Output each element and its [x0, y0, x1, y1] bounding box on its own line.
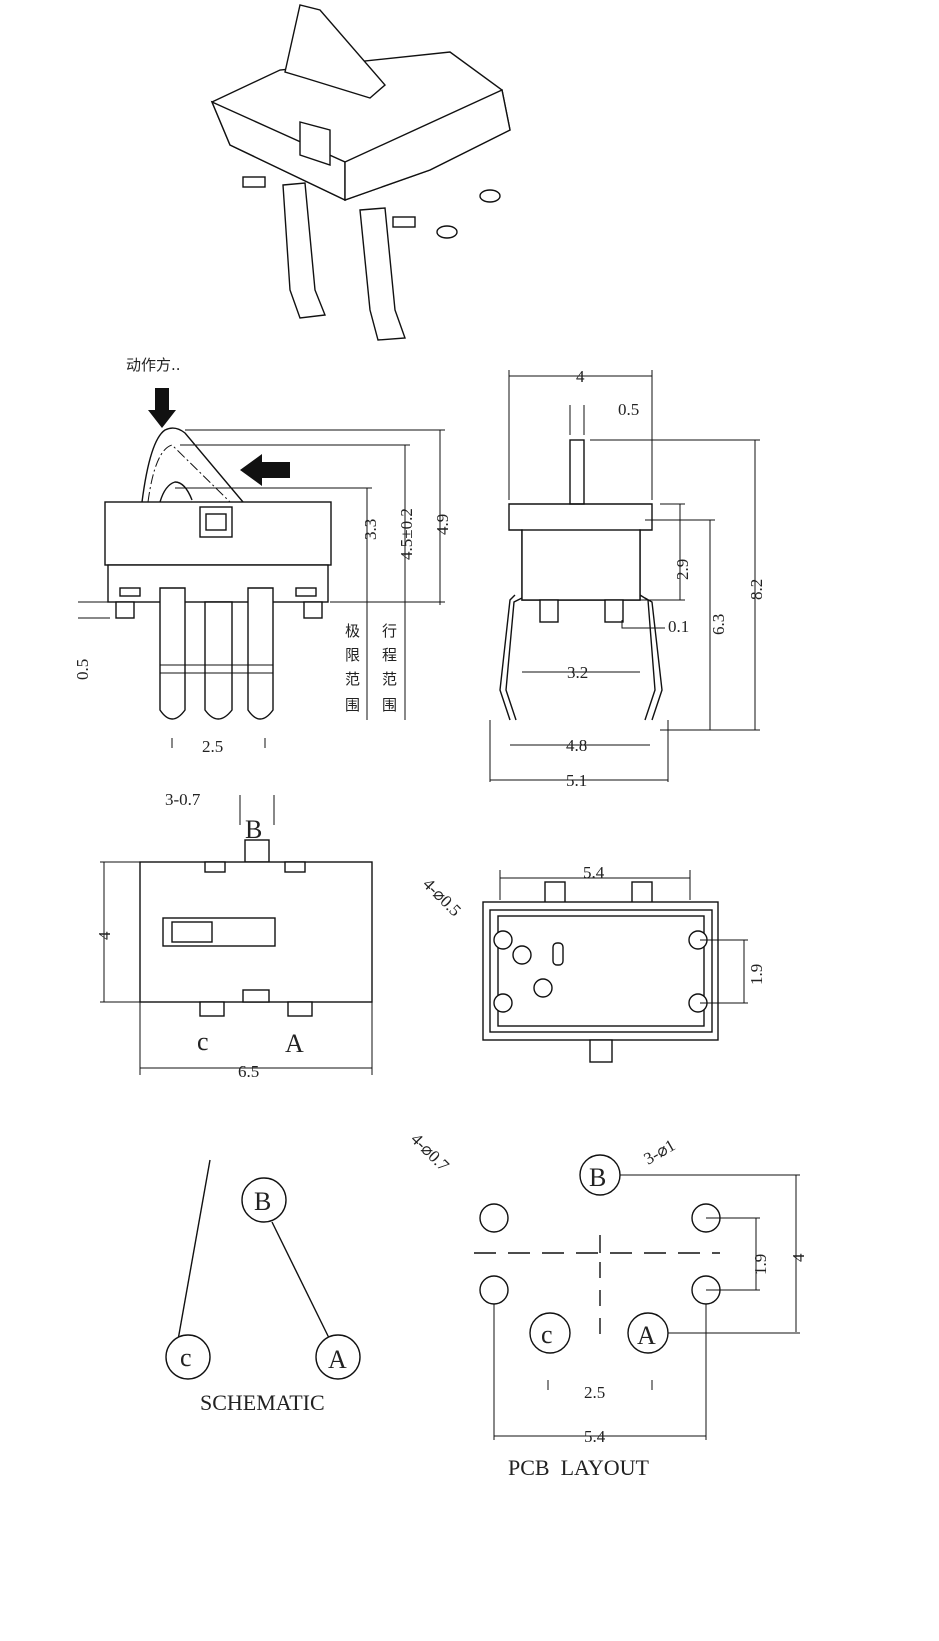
- svg-text:限: 限: [345, 646, 360, 664]
- pcb-pin-c: c: [541, 1320, 553, 1349]
- dim-4: 4: [95, 931, 114, 940]
- isometric-view: [210, 4, 511, 341]
- pin-note: 3-0.7: [165, 790, 201, 809]
- pcb-dim-4: 4: [789, 1253, 808, 1262]
- schematic-pin-a: A: [328, 1345, 347, 1374]
- schematic-pin-b: B: [254, 1187, 271, 1216]
- left-arrow-icon: [240, 454, 290, 486]
- schematic-title: SCHEMATIC: [200, 1390, 325, 1415]
- dim-0-5: 0.5: [618, 400, 639, 419]
- bottom-view: 4-⌀0.5 5.4 1.9: [419, 863, 766, 1063]
- svg-text:行: 行: [382, 622, 397, 640]
- action-direction-label: 动作方..: [126, 356, 181, 374]
- svg-text:范: 范: [382, 670, 397, 688]
- pcb-hole-note: 4-⌀0.7: [407, 1129, 453, 1175]
- dim-5-4: 5.4: [583, 863, 605, 882]
- dim-2-9: 2.9: [673, 559, 692, 580]
- down-arrow-icon: [148, 388, 176, 428]
- dim-3-2: 3.2: [567, 663, 588, 682]
- pin-a-label: A: [285, 1029, 304, 1058]
- pcb-pin-a: A: [637, 1321, 656, 1350]
- pin-b-label: B: [245, 815, 262, 844]
- dim-2-5: 2.5: [202, 737, 223, 756]
- top-view: 3-0.7 B 4 c A 6.5: [95, 790, 373, 1081]
- pcb-pad-note: 3-⌀1: [641, 1136, 679, 1169]
- dim-4-9: 4.9: [433, 514, 452, 535]
- pcb-dim-1-9: 1.9: [751, 1254, 770, 1275]
- hole-note: 4-⌀0.5: [419, 874, 465, 920]
- dim-3-3: 3.3: [361, 519, 380, 540]
- dim-4: 4: [576, 367, 585, 386]
- dim-4-8: 4.8: [566, 736, 587, 755]
- svg-text:极: 极: [345, 622, 360, 640]
- front-view: 4 0.5 2.9 6.3 8.2 0.1 3.2 4.8 5.1: [489, 367, 766, 790]
- schematic: B c A SCHEMATIC: [165, 1159, 361, 1415]
- dim-5-1: 5.1: [566, 771, 587, 790]
- pin-c-label: c: [197, 1027, 209, 1056]
- svg-text:范: 范: [345, 670, 360, 688]
- dim-1-9: 1.9: [747, 964, 766, 985]
- pcb-dim-5-4: 5.4: [584, 1427, 606, 1446]
- limit-range-label: 极 限 范 围: [345, 622, 360, 714]
- svg-text:围: 围: [382, 696, 397, 714]
- svg-text:程: 程: [382, 646, 397, 664]
- schematic-pin-c: c: [180, 1343, 192, 1372]
- travel-range-label: 行 程 范 围: [382, 622, 397, 714]
- dim-0-5: 0.5: [73, 659, 92, 680]
- dim-6-3: 6.3: [709, 614, 728, 635]
- dim-8-2: 8.2: [747, 579, 766, 600]
- pcb-layout: 4-⌀0.7 3-⌀1 B 1.9 4 c A 2.5 5.4 PCB LAYO…: [407, 1129, 808, 1480]
- dim-6-5: 6.5: [238, 1062, 259, 1081]
- pcb-title: PCB LAYOUT: [508, 1455, 650, 1480]
- pcb-dim-2-5: 2.5: [584, 1383, 605, 1402]
- pcb-pin-b: B: [589, 1163, 606, 1192]
- svg-text:围: 围: [345, 696, 360, 714]
- dim-0-1: 0.1: [668, 617, 689, 636]
- side-view: 动作方.. 3.3 4.5±0.2 4.9 0.5 2.5 极 限 范 围: [73, 356, 452, 756]
- dim-4-5: 4.5±0.2: [397, 508, 416, 560]
